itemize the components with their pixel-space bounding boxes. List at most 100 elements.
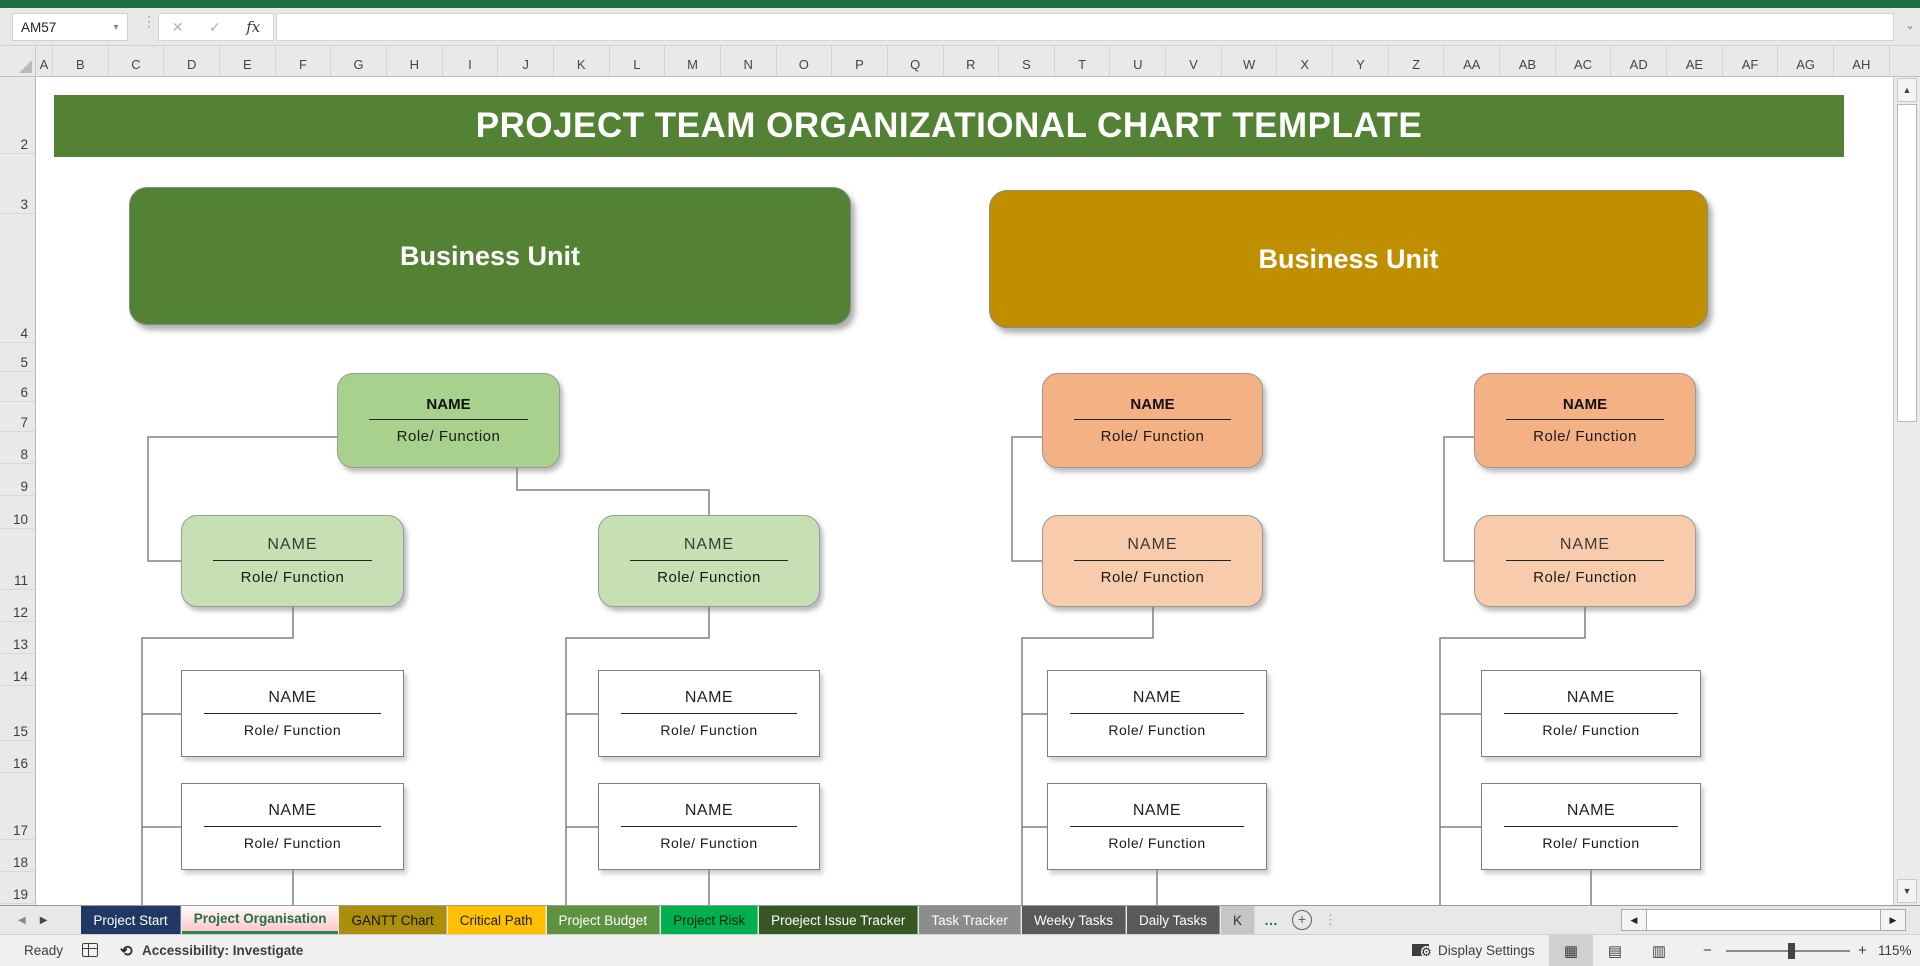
row-header[interactable]: 9 (0, 464, 35, 496)
column-header[interactable]: J (498, 46, 554, 76)
sheet-tab-task-tracker[interactable]: Task Tracker (919, 906, 1021, 934)
sheet-tab-critical-path[interactable]: Critical Path (447, 906, 546, 934)
org-box-orange-sub-1[interactable]: NAME Role/ Function (1042, 515, 1263, 607)
org-box-green-lead[interactable]: NAME Role/ Function (337, 373, 560, 468)
column-header[interactable]: U (1110, 46, 1167, 76)
org-box-white[interactable]: NAME Role/ Function (181, 670, 404, 757)
column-header[interactable]: M (665, 46, 721, 76)
name-box-dropdown-icon[interactable]: ▾ (113, 21, 119, 33)
row-header[interactable]: 6 (0, 372, 35, 402)
org-box-green-sub-2[interactable]: NAME Role/ Function (598, 515, 820, 607)
row-header[interactable]: 4 (0, 214, 35, 343)
tab-overflow-ellipsis[interactable]: … (1264, 912, 1279, 928)
column-header[interactable]: C (109, 46, 165, 76)
sheet-tab-project-organisation[interactable]: Project Organisation (181, 906, 339, 934)
scroll-left-icon[interactable]: ◀ (1621, 909, 1647, 931)
column-header[interactable]: E (220, 46, 276, 76)
row-header[interactable]: 12 (0, 590, 35, 622)
org-box-orange-sub-2[interactable]: NAME Role/ Function (1474, 515, 1696, 607)
column-header[interactable]: AF (1723, 46, 1779, 76)
column-header[interactable]: AH (1834, 46, 1890, 76)
row-header[interactable]: 8 (0, 432, 35, 464)
scroll-up-icon[interactable]: ▲ (1897, 78, 1917, 102)
display-settings-button[interactable]: Display Settings (1438, 943, 1535, 958)
formula-input[interactable] (276, 13, 1894, 41)
enter-icon[interactable]: ✓ (208, 18, 221, 35)
row-header[interactable]: 15 (0, 686, 35, 741)
zoom-level[interactable]: 115% (1878, 943, 1912, 958)
column-header[interactable]: K (554, 46, 610, 76)
column-header[interactable]: R (944, 46, 1000, 76)
column-header[interactable]: V (1166, 46, 1222, 76)
name-box-value[interactable]: AM57 (21, 19, 57, 35)
row-header[interactable]: 17 (0, 773, 35, 840)
org-box-white[interactable]: NAME Role/ Function (1047, 670, 1267, 757)
column-header[interactable]: W (1222, 46, 1278, 76)
row-header[interactable]: 11 (0, 529, 35, 590)
sheet-tab-k[interactable]: K (1221, 906, 1256, 934)
scroll-down-icon[interactable]: ▼ (1897, 879, 1917, 903)
sheet-tab-daily-tasks[interactable]: Daily Tasks (1126, 906, 1220, 934)
insert-function-icon[interactable]: fx (246, 18, 261, 36)
sheet-canvas[interactable]: PROJECT TEAM ORGANIZATIONAL CHART TEMPLA… (36, 77, 1893, 905)
row-header[interactable]: 5 (0, 343, 35, 372)
column-header[interactable]: AG (1778, 46, 1834, 76)
column-header[interactable]: N (721, 46, 777, 76)
column-header[interactable]: A (36, 46, 53, 76)
accessibility-status[interactable]: Accessibility: Investigate (142, 943, 304, 958)
column-header[interactable]: I (443, 46, 499, 76)
column-header[interactable]: AC (1556, 46, 1612, 76)
org-box-orange-lead-1[interactable]: NAME Role/ Function (1042, 373, 1263, 468)
sheet-tab-proeject-issue-tracker[interactable]: Proeject Issue Tracker (759, 906, 919, 934)
org-box-white[interactable]: NAME Role/ Function (181, 783, 404, 870)
tab-nav-left-icon[interactable]: ◀ (18, 914, 26, 926)
business-unit-box-right[interactable]: Business Unit (989, 190, 1708, 328)
select-all-button[interactable] (0, 46, 36, 76)
row-header[interactable]: 18 (0, 840, 35, 872)
zoom-slider-thumb[interactable] (1788, 943, 1795, 959)
vertical-scrollbar[interactable]: ▲ ▼ (1893, 77, 1920, 905)
row-header[interactable]: 16 (0, 741, 35, 773)
column-header[interactable]: AA (1444, 46, 1501, 76)
sheet-tab-project-budget[interactable]: Project Budget (546, 906, 661, 934)
sheet-tab-weeky-tasks[interactable]: Weeky Tasks (1021, 906, 1126, 934)
zoom-out-button[interactable]: − (1703, 942, 1712, 959)
column-header[interactable]: B (53, 46, 109, 76)
org-box-green-sub-1[interactable]: NAME Role/ Function (181, 515, 404, 607)
row-header[interactable]: 3 (0, 154, 35, 214)
page-break-view-icon[interactable]: ▥ (1651, 942, 1667, 960)
column-header[interactable]: AE (1667, 46, 1723, 76)
sheet-tab-gantt-chart[interactable]: GANTT Chart (339, 906, 447, 934)
row-header[interactable]: 19 (0, 872, 35, 904)
new-sheet-button[interactable]: + (1292, 910, 1313, 930)
column-header[interactable]: P (832, 46, 888, 76)
column-header[interactable]: H (387, 46, 443, 76)
column-header[interactable]: X (1277, 46, 1334, 76)
column-header[interactable]: G (331, 46, 387, 76)
org-box-white[interactable]: NAME Role/ Function (1047, 783, 1267, 870)
sheet-tab-project-risk[interactable]: Project Risk (661, 906, 759, 934)
column-header[interactable]: Q (888, 46, 944, 76)
column-header[interactable]: T (1055, 46, 1111, 76)
sheet-tab-project-start[interactable]: Project Start (81, 906, 181, 934)
column-header[interactable]: AD (1611, 46, 1668, 76)
page-layout-view-icon[interactable]: ▤ (1607, 942, 1623, 960)
org-box-white[interactable]: NAME Role/ Function (1481, 783, 1701, 870)
column-header[interactable]: L (610, 46, 666, 76)
macro-record-icon[interactable] (82, 943, 98, 957)
vertical-scrollbar-thumb[interactable] (1897, 104, 1917, 422)
column-header[interactable]: Z (1389, 46, 1445, 76)
column-header[interactable]: S (999, 46, 1055, 76)
horizontal-scrollbar[interactable]: ◀ ▶ (1621, 909, 1906, 931)
title-banner[interactable]: PROJECT TEAM ORGANIZATIONAL CHART TEMPLA… (54, 95, 1844, 157)
scroll-right-icon[interactable]: ▶ (1880, 909, 1906, 931)
normal-view-icon[interactable]: ▦ (1549, 935, 1593, 966)
column-header[interactable]: O (777, 46, 833, 76)
column-header[interactable]: D (164, 46, 220, 76)
column-header[interactable]: Y (1333, 46, 1389, 76)
row-header[interactable]: 7 (0, 402, 35, 432)
business-unit-box-left[interactable]: Business Unit (129, 187, 851, 325)
tab-nav-right-icon[interactable]: ▶ (39, 914, 48, 926)
org-box-white[interactable]: NAME Role/ Function (598, 670, 820, 757)
org-box-white[interactable]: NAME Role/ Function (1481, 670, 1701, 757)
